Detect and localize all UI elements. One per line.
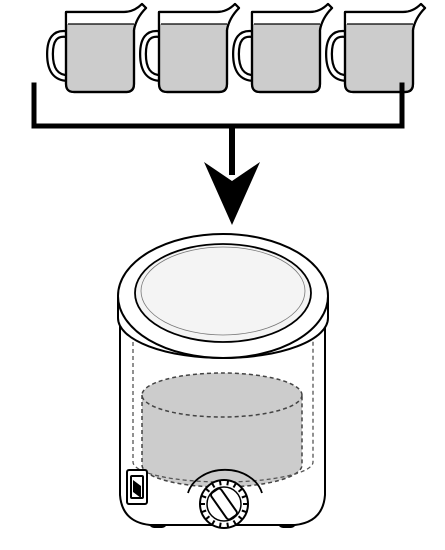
knob-tooth	[211, 519, 216, 526]
knob-tooth	[218, 480, 222, 486]
knob-tooth	[241, 509, 247, 514]
knob-tooth	[226, 522, 230, 528]
knob-tooth	[201, 509, 207, 514]
knob-tooth	[211, 482, 216, 489]
pitcher-icon	[138, 2, 241, 94]
knob-tooth	[237, 487, 244, 493]
kettle-lid-inner	[134, 243, 312, 343]
knob-tooth	[204, 487, 211, 493]
knob-tooth	[218, 522, 222, 528]
control-knob-icon	[187, 468, 263, 529]
pitcher-icon	[45, 2, 148, 94]
kettle-liquid-surface	[141, 372, 303, 418]
knob-tooth	[237, 515, 244, 521]
pitcher-icon	[231, 2, 334, 94]
power-switch-icon	[126, 469, 148, 505]
knob-tooth	[232, 519, 237, 526]
kettle-liquid	[142, 395, 302, 487]
knob-tooth	[201, 494, 207, 499]
knob-tooth	[241, 494, 247, 499]
pitcher-icon	[324, 2, 427, 94]
knob-tooth	[204, 515, 211, 521]
pitcher-row	[45, 2, 427, 94]
knob-tooth	[226, 480, 230, 486]
arrow-down-icon	[204, 126, 260, 225]
knob-tooth	[232, 482, 237, 489]
bracket-connector	[31, 82, 405, 129]
soup-kettle-icon	[117, 233, 329, 529]
